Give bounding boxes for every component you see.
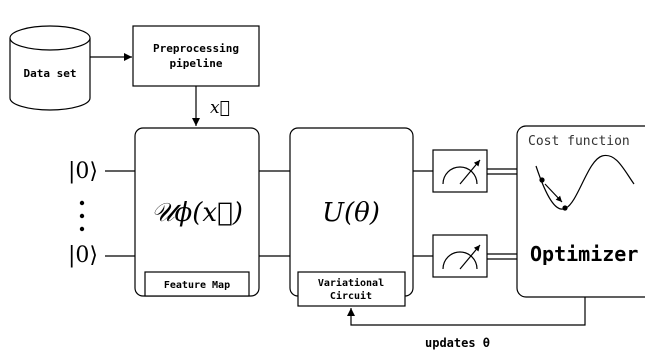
cost-function-label: Cost function: [528, 134, 630, 149]
feature-map-gate-label: 𝒰ϕ(x⃗): [151, 198, 243, 228]
gradient-step-arrow: [544, 183, 563, 203]
measurement-meter-icon: [432, 234, 488, 278]
updates-label: updates θ: [425, 336, 490, 350]
variational-circuit-box: U(θ) Variational Circuit: [289, 127, 414, 307]
preprocessing-label-line2: pipeline: [170, 57, 223, 70]
updates-feedback-arrow: [347, 297, 586, 326]
qubit-wires: [105, 168, 517, 260]
measurement-meter-icon: [432, 149, 488, 193]
input-vector-label: x⃗: [210, 98, 230, 118]
qubit-bottom-label: |0⟩: [68, 243, 98, 268]
cost-point-min: [562, 205, 568, 211]
preprocessing-label-line1: Preprocessing: [153, 42, 239, 55]
cost-point-start: [539, 177, 545, 183]
dataset-cylinder: Data set: [9, 25, 91, 111]
feature-map-label: Feature Map: [164, 280, 230, 291]
optimizer-box: Cost function Optimizer: [516, 125, 645, 298]
feature-map-box: 𝒰ϕ(x⃗) Feature Map: [134, 127, 260, 297]
qubit-top-label: |0⟩: [68, 159, 98, 184]
variational-label-line2: Circuit: [330, 290, 372, 302]
variational-label-line1: Variational: [318, 277, 384, 289]
preprocessing-box: Preprocessing pipeline: [132, 25, 260, 87]
variational-gate-label: U(θ): [322, 198, 380, 228]
cost-curve: [535, 154, 635, 210]
optimizer-label: Optimizer: [530, 242, 638, 266]
dataset-label: Data set: [24, 67, 77, 80]
qubit-ellipsis: [79, 200, 85, 232]
